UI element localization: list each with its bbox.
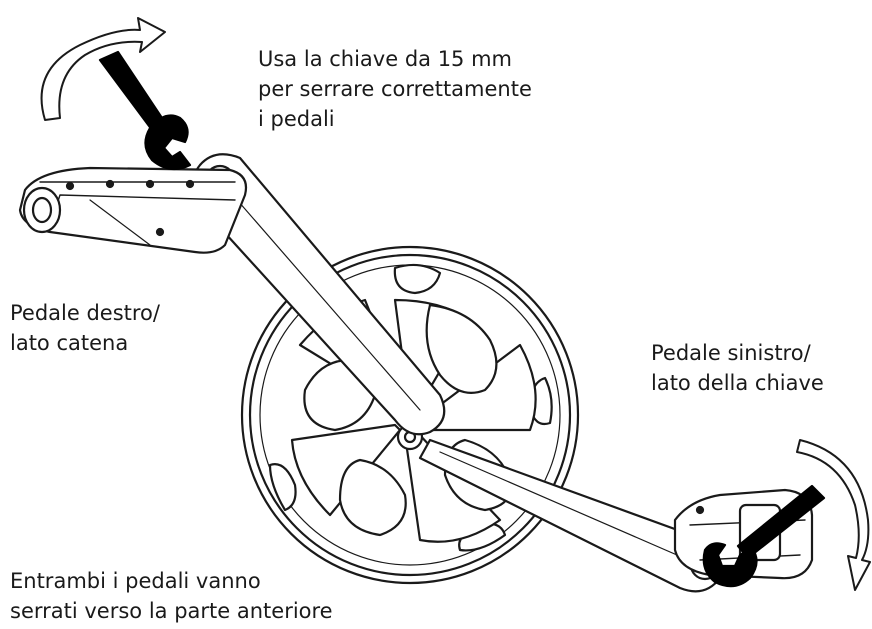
right-pedal-line: lato catena [10,328,160,358]
both-pedals-line: Entrambi i pedali vanno [10,566,333,596]
wrench-instruction-label: Usa la chiave da 15 mm per serrare corre… [258,44,532,134]
both-pedals-line: serrati verso la parte anteriore [10,596,333,626]
left-pedal-line: lato della chiave [651,368,824,398]
wrench-icon [100,52,190,169]
wrench-instruction-line: Usa la chiave da 15 mm [258,44,532,74]
both-pedals-label: Entrambi i pedali vanno serrati verso la… [10,566,333,626]
wrench-instruction-line: per serrare correttamente [258,74,532,104]
left-pedal-line: Pedale sinistro/ [651,338,824,368]
right-pedal-label: Pedale destro/ lato catena [10,298,160,358]
right-pedal-line: Pedale destro/ [10,298,160,328]
wrench-instruction-line: i pedali [258,104,532,134]
right-pedal [20,168,246,253]
left-pedal-label: Pedale sinistro/ lato della chiave [651,338,824,398]
